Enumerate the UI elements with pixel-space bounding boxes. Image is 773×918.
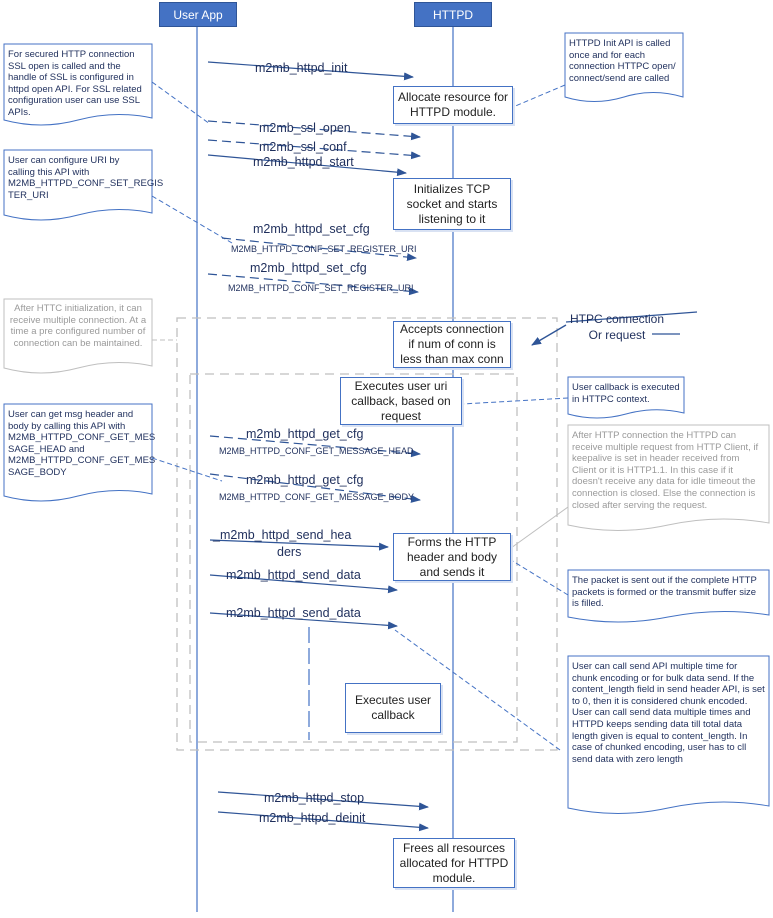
msg-send-headers-line1: _m2mb_httpd_send_hea (213, 528, 352, 542)
external-label-connection: HTPC connection (569, 312, 665, 326)
msg-ssl-open: m2mb_ssl_open (259, 121, 351, 135)
connector-callback-note (461, 397, 569, 405)
note-keepalive-shape (567, 424, 770, 531)
arrow-init (207, 61, 414, 81)
msg-get-cfg-1: m2mb_httpd_get_cfg (246, 427, 364, 441)
external-arrow (531, 324, 567, 346)
note-uri-shape (3, 149, 153, 221)
connector-uri-note (151, 195, 233, 244)
note-packet-shape (567, 569, 770, 623)
connector-init-note (512, 84, 566, 108)
msg-send-data-1: m2mb_httpd_send_data (226, 568, 361, 582)
msg-get-cfg-1-param: M2MB_HTTPD_CONF_GET_MESSAGE_HEAD (219, 446, 414, 456)
arrow-get-cfg-1 (209, 435, 421, 458)
msg-send-data-2: m2mb_httpd_send_data (226, 606, 361, 620)
note-callback-ctx: User callback is executed in HTTPC conte… (572, 382, 680, 405)
activation-frees: Frees all resources allocated for HTTPD … (393, 838, 515, 888)
connector-packet-note (510, 559, 569, 596)
activation-exec-cb: Executes user callback (345, 683, 441, 733)
msg-set-cfg-2-param: M2MB_HTTPD_CONF_SET_REGISTER_URI (228, 283, 414, 293)
external-line-top (565, 311, 698, 323)
msg-get-cfg-2: m2mb_httpd_get_cfg (246, 473, 364, 487)
msg-start: m2mb_httpd_start (253, 155, 354, 169)
note-init-api-shape (564, 32, 684, 102)
arrow-ssl-conf (207, 139, 421, 160)
note-send-api-shape (567, 655, 770, 814)
arrow-stop (217, 791, 429, 811)
msg-send-headers-line2: ders (277, 545, 302, 559)
msg-set-cfg-1-param: M2MB_HTTPD_CONF_SET_REGISTER_URI (231, 244, 417, 254)
note-callback-ctx-shape (567, 376, 685, 419)
note-msg-header: User can get msg header and body by call… (8, 409, 156, 478)
msg-get-cfg-2-param: M2MB_HTTPD_CONF_GET_MESSAGE_BODY (219, 492, 415, 502)
arrow-send-data-1 (209, 574, 398, 594)
connector-send-note (394, 629, 561, 751)
connector-keepalive-note (510, 506, 569, 549)
connector-header-note (151, 457, 223, 482)
arrow-ssl-open (207, 120, 421, 141)
arrow-start (207, 154, 407, 177)
msg-deinit: m2mb_httpd_deinit (259, 811, 366, 825)
msg-stop: m2mb_httpd_stop (264, 791, 365, 805)
arrow-set-cfg-2 (207, 273, 419, 296)
request-frame (189, 373, 518, 743)
note-multi-conn-shape (3, 298, 153, 374)
note-init-api: HTTPD Init API is called once and for ea… (569, 38, 676, 84)
msg-set-cfg-1: m2mb_httpd_set_cfg (253, 222, 370, 236)
activation-init-tcp: Initializes TCP socket and starts listen… (393, 178, 511, 230)
msg-init: m2mb_httpd_init (255, 61, 348, 75)
external-label-request: Or request (588, 328, 646, 342)
lane-user-app: User App (159, 2, 237, 27)
arrow-send-headers (209, 539, 389, 551)
activation-accept: Accepts connection if num of conn is les… (393, 321, 511, 368)
note-ssl-shape (3, 43, 153, 126)
note-multi-conn: After HTTC initialization, it can receiv… (9, 303, 147, 349)
note-keepalive: After HTTP connection the HTTPD can rece… (572, 430, 759, 511)
note-ssl: For secured HTTP connection SSL open is … (8, 49, 142, 118)
activation-allocate: Allocate resource for HTTPD module. (393, 86, 513, 124)
arrow-send-data-2 (209, 612, 398, 630)
note-packet: The packet is sent out if the complete H… (572, 575, 757, 610)
note-msg-header-shape (3, 403, 153, 502)
note-uri: User can configure URI by calling this A… (8, 155, 164, 201)
arrow-set-cfg-1 (221, 237, 417, 262)
arrow-deinit (217, 811, 429, 832)
msg-set-cfg-2: m2mb_httpd_set_cfg (250, 261, 367, 275)
note-send-api: User can call send API multiple time for… (572, 661, 765, 765)
activation-exec-uri: Executes user uri callback, based on req… (340, 377, 462, 425)
lane-httpd: HTTPD (414, 2, 492, 27)
arrow-get-cfg-2 (209, 473, 421, 503)
connector-ssl-note (151, 81, 211, 125)
activation-forms: Forms the HTTP header and body and sends… (393, 533, 511, 581)
msg-ssl-conf: m2mb_ssl_conf (259, 140, 347, 154)
